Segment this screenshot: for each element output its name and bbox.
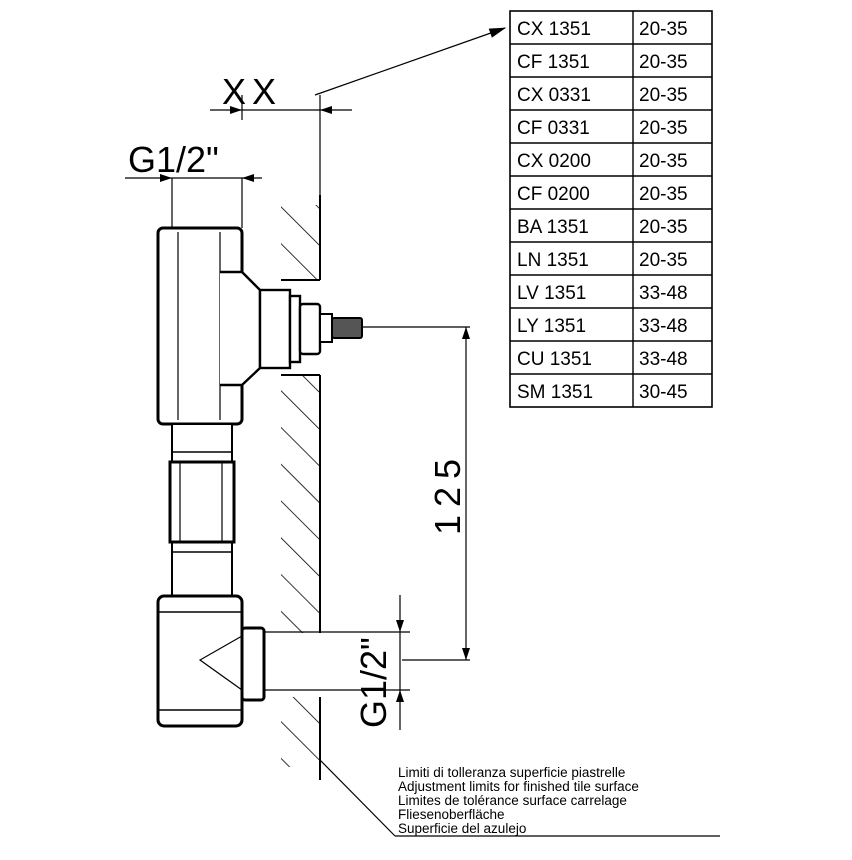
lower-tee-fitting: [156, 594, 266, 728]
model-cell: LV 1351: [517, 283, 586, 304]
range-cell: 33-48: [639, 283, 688, 304]
range-cell: 20-35: [639, 184, 688, 205]
wall-section: [281, 195, 321, 780]
connecting-pipe: [168, 423, 236, 597]
bottom-thread-label: G1/2": [353, 637, 394, 728]
range-cell: 20-35: [639, 85, 688, 106]
xx-dimension-label: XX: [222, 71, 282, 112]
model-cell: CX 0200: [517, 151, 591, 172]
range-cell: 20-35: [639, 151, 688, 172]
note-line: Limiti di tolleranza superficie piastrel…: [398, 765, 625, 780]
model-cell: CF 1351: [517, 52, 590, 73]
model-cell: SM 1351: [517, 382, 593, 403]
model-cell: BA 1351: [517, 217, 589, 238]
model-cell: CU 1351: [517, 349, 592, 370]
model-cell: CF 0331: [517, 118, 590, 139]
height-dimension-label: 125: [427, 451, 468, 535]
range-cell: 20-35: [639, 250, 688, 271]
tile-surface-note: Limiti di tolleranza superficie piastrel…: [398, 765, 639, 836]
range-cell: 20-35: [639, 217, 688, 238]
range-cell: 33-48: [639, 316, 688, 337]
top-thread-label: G1/2": [128, 139, 219, 180]
model-cell: CX 1351: [517, 19, 591, 40]
range-cell: 30-45: [639, 382, 688, 403]
note-line: Fliesenoberfläche: [398, 807, 505, 822]
model-range-table: CX 1351 20-35 CF 1351 20-35 CX 0331 20-35 CF 0…: [509, 10, 713, 408]
range-cell: 20-35: [639, 118, 688, 139]
range-cell: 20-35: [639, 52, 688, 73]
model-cell: CX 0331: [517, 85, 591, 106]
valve-body: [156, 178, 363, 426]
note-line: Superficie del azulejo: [398, 821, 526, 836]
note-line: Limites de tolérance surface carrelage: [398, 793, 627, 808]
range-cell: 20-35: [639, 19, 688, 40]
model-cell: LY 1351: [517, 316, 586, 337]
dimension-arrows: [160, 106, 470, 702]
model-cell: CF 0200: [517, 184, 590, 205]
note-line: Adjustment limits for finished tile surf…: [398, 779, 639, 794]
range-cell: 33-48: [639, 349, 688, 370]
model-cell: LN 1351: [517, 250, 589, 271]
